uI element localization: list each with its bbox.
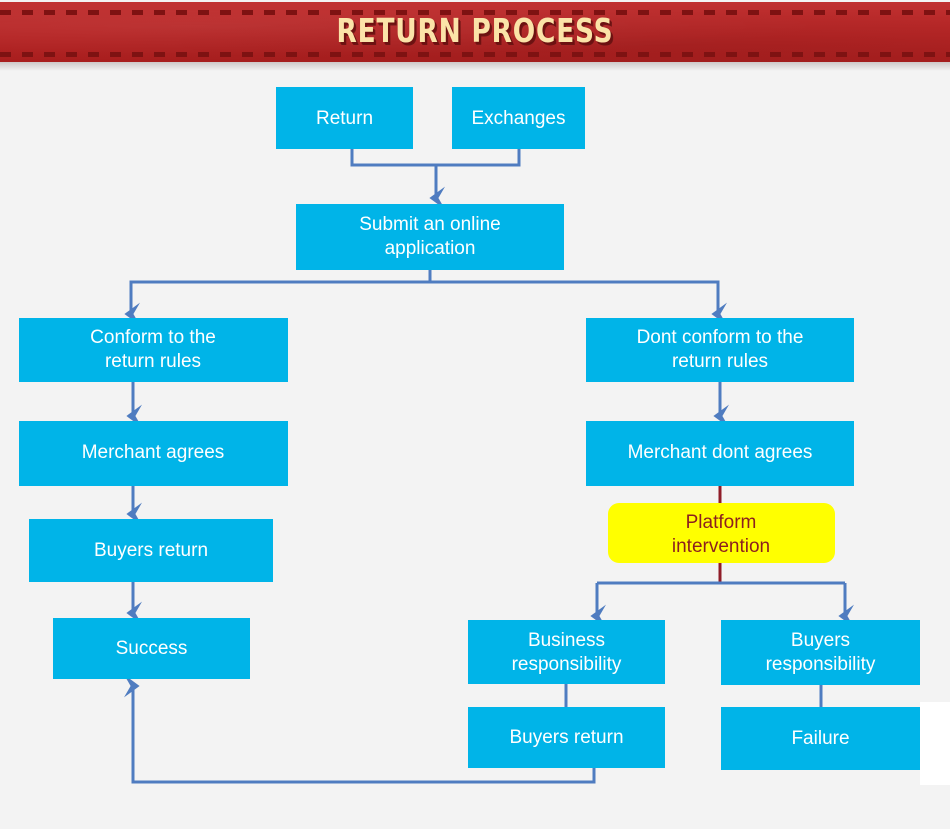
node-return-label: Return [316,108,373,129]
node-exchanges-label: Exchanges [471,108,565,129]
header-banner: RETURN PROCESS [0,2,950,62]
node-buyers-return-left-label: Buyers return [94,540,208,561]
banner-stitch-bottom [0,52,950,57]
node-buyers-return-left[interactable]: Buyers return [29,519,273,582]
edge-feedback-to-success [123,674,596,784]
node-return[interactable]: Return [276,87,413,149]
page-title: RETURN PROCESS [336,11,614,50]
banner-stitch-top [0,10,950,15]
node-buyers-return-right-label: Buyers return [509,727,623,748]
edge-return-to-submit [350,149,521,167]
node-conform-to-return-rules[interactable]: Conform to the return rules [19,318,288,382]
edge-submit-split-bus [129,270,432,308]
node-success-label: Success [116,638,188,659]
node-not-conform-label-line2: return rules [672,351,768,372]
node-submit-label-line1: Submit an online [359,214,501,235]
node-merchant-refuses-label: Merchant dont agrees [628,442,813,463]
node-conform-label-line2: return rules [105,351,201,372]
node-platform-label-line2: intervention [672,536,770,557]
node-submit-application[interactable]: Submit an online application [296,204,564,270]
node-platform-intervention[interactable]: Platform intervention [608,503,835,563]
edge-platform-split-bar [595,581,847,599]
node-success[interactable]: Success [53,618,250,679]
node-dont-conform-to-return-rules[interactable]: Dont conform to the return rules [586,318,854,382]
node-buyers-responsibility[interactable]: Buyers responsibility [721,620,920,685]
node-buyers-resp-label-line2: responsibility [766,654,876,675]
node-buyers-return-right[interactable]: Buyers return [468,707,665,768]
node-failure-label: Failure [791,728,849,749]
node-business-resp-label-line1: Business [528,630,605,651]
node-business-resp-label-line2: responsibility [512,654,622,675]
node-merchant-dont-agrees[interactable]: Merchant dont agrees [586,421,854,486]
right-edge-white-patch [920,702,950,785]
node-business-responsibility[interactable]: Business responsibility [468,620,665,684]
node-platform-label-line1: Platform [686,512,757,533]
node-merchant-agrees[interactable]: Merchant agrees [19,421,288,486]
node-not-conform-label-line1: Dont conform to the [637,327,804,348]
node-failure[interactable]: Failure [721,707,920,770]
edge-submit-split-bar [430,280,720,308]
node-submit-label-line2: application [385,238,476,259]
node-buyers-resp-label-line1: Buyers [791,630,850,651]
node-layer: Return Exchanges Submit an online applic… [19,87,950,785]
node-exchanges[interactable]: Exchanges [452,87,585,149]
node-conform-label-line1: Conform to the [90,327,216,348]
flowchart-canvas: Return Exchanges Submit an online applic… [19,87,950,785]
banner-shadow [0,62,950,71]
node-merchant-agrees-label: Merchant agrees [82,442,225,463]
